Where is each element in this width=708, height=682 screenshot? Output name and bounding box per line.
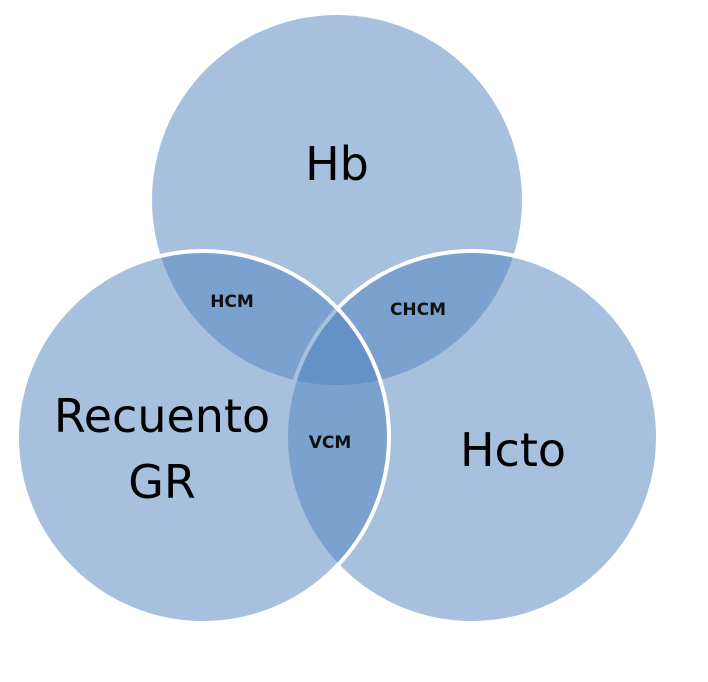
label-gr: GR bbox=[128, 455, 196, 509]
label-hcm: HCM bbox=[210, 292, 254, 312]
label-hcto: Hcto bbox=[460, 423, 566, 477]
label-recuento: Recuento bbox=[54, 389, 270, 443]
label-hb: Hb bbox=[305, 137, 369, 191]
label-chcm: CHCM bbox=[390, 300, 446, 320]
label-vcm: VCM bbox=[309, 433, 352, 453]
circle-recuento-gr bbox=[15, 249, 391, 625]
